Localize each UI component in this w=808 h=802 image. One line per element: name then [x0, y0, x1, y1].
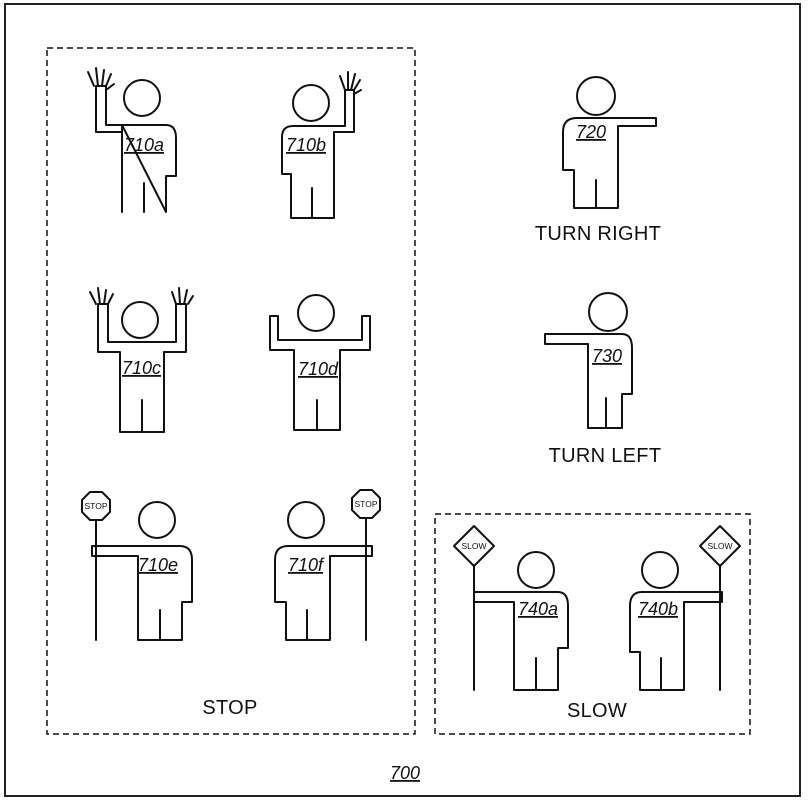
figure-710c-hand-left	[89, 287, 114, 305]
figure-710f-body	[274, 545, 373, 641]
figure-740b: SLOW 740b	[629, 525, 741, 691]
figure-710e-body	[91, 545, 193, 641]
figure-710b-head	[292, 84, 330, 122]
slow-sign-text: SLOW	[461, 541, 486, 551]
figure-710f-head	[287, 501, 325, 539]
figure-720-body	[562, 117, 657, 209]
stop-sign-icon	[351, 489, 381, 519]
slow-group-label: SLOW	[567, 700, 627, 722]
ref-label-710d: 710d	[298, 359, 339, 379]
ref-label-710a: 710a	[124, 135, 164, 155]
stop-group-label: STOP	[202, 697, 257, 719]
figure-740b-body	[629, 591, 723, 691]
slow-sign-text: SLOW	[707, 541, 732, 551]
ref-label-730: 730	[592, 346, 622, 366]
stop-group-box	[46, 47, 416, 735]
figure-740a: SLOW 740a	[453, 525, 569, 691]
figure-730-head	[588, 292, 628, 332]
figure-710c: 710c	[89, 287, 194, 433]
figure-710d-body	[269, 315, 371, 431]
ref-label-710c: 710c	[122, 358, 161, 378]
ref-label-720: 720	[576, 122, 606, 142]
figure-710c-hand-right	[171, 287, 194, 305]
figure-720: 720	[562, 76, 657, 209]
figure-710a: 710a	[87, 67, 177, 213]
figure-710e: STOP 710e	[81, 491, 193, 641]
turn-left-label: TURN LEFT	[549, 445, 662, 467]
figure-740b-head	[641, 551, 679, 589]
figure-710c-body	[97, 303, 187, 433]
figure-720-head	[576, 76, 616, 116]
slow-group-box	[434, 513, 751, 735]
ref-label-710b: 710b	[286, 135, 326, 155]
figure-740a-head	[517, 551, 555, 589]
figure-710e-head	[138, 501, 176, 539]
figure-710b-hand	[339, 71, 362, 95]
ref-label-710e: 710e	[138, 555, 178, 575]
figure-730: 730	[544, 292, 633, 429]
figure-710f: STOP 710f	[274, 489, 381, 641]
figure-number: 700	[390, 763, 420, 783]
ref-label-740a: 740a	[518, 599, 558, 619]
turn-right-label: TURN RIGHT	[535, 223, 661, 245]
figure-710d: 710d	[269, 294, 371, 431]
figure-710c-head	[121, 301, 159, 339]
ref-label-710f: 710f	[288, 555, 325, 575]
figure-710d-head	[297, 294, 335, 332]
figure-740a-body	[473, 591, 569, 691]
ref-label-740b: 740b	[638, 599, 678, 619]
stop-sign-text: STOP	[85, 501, 108, 511]
figure-710b: 710b	[281, 71, 362, 219]
figure-frame	[4, 3, 801, 797]
stop-sign-icon	[81, 491, 111, 521]
stop-sign-text: STOP	[355, 499, 378, 509]
figure-710b-body	[281, 89, 355, 219]
figure-710a-head	[123, 79, 161, 117]
figure-730-body	[544, 333, 633, 429]
figure-710a-hand	[87, 67, 115, 91]
